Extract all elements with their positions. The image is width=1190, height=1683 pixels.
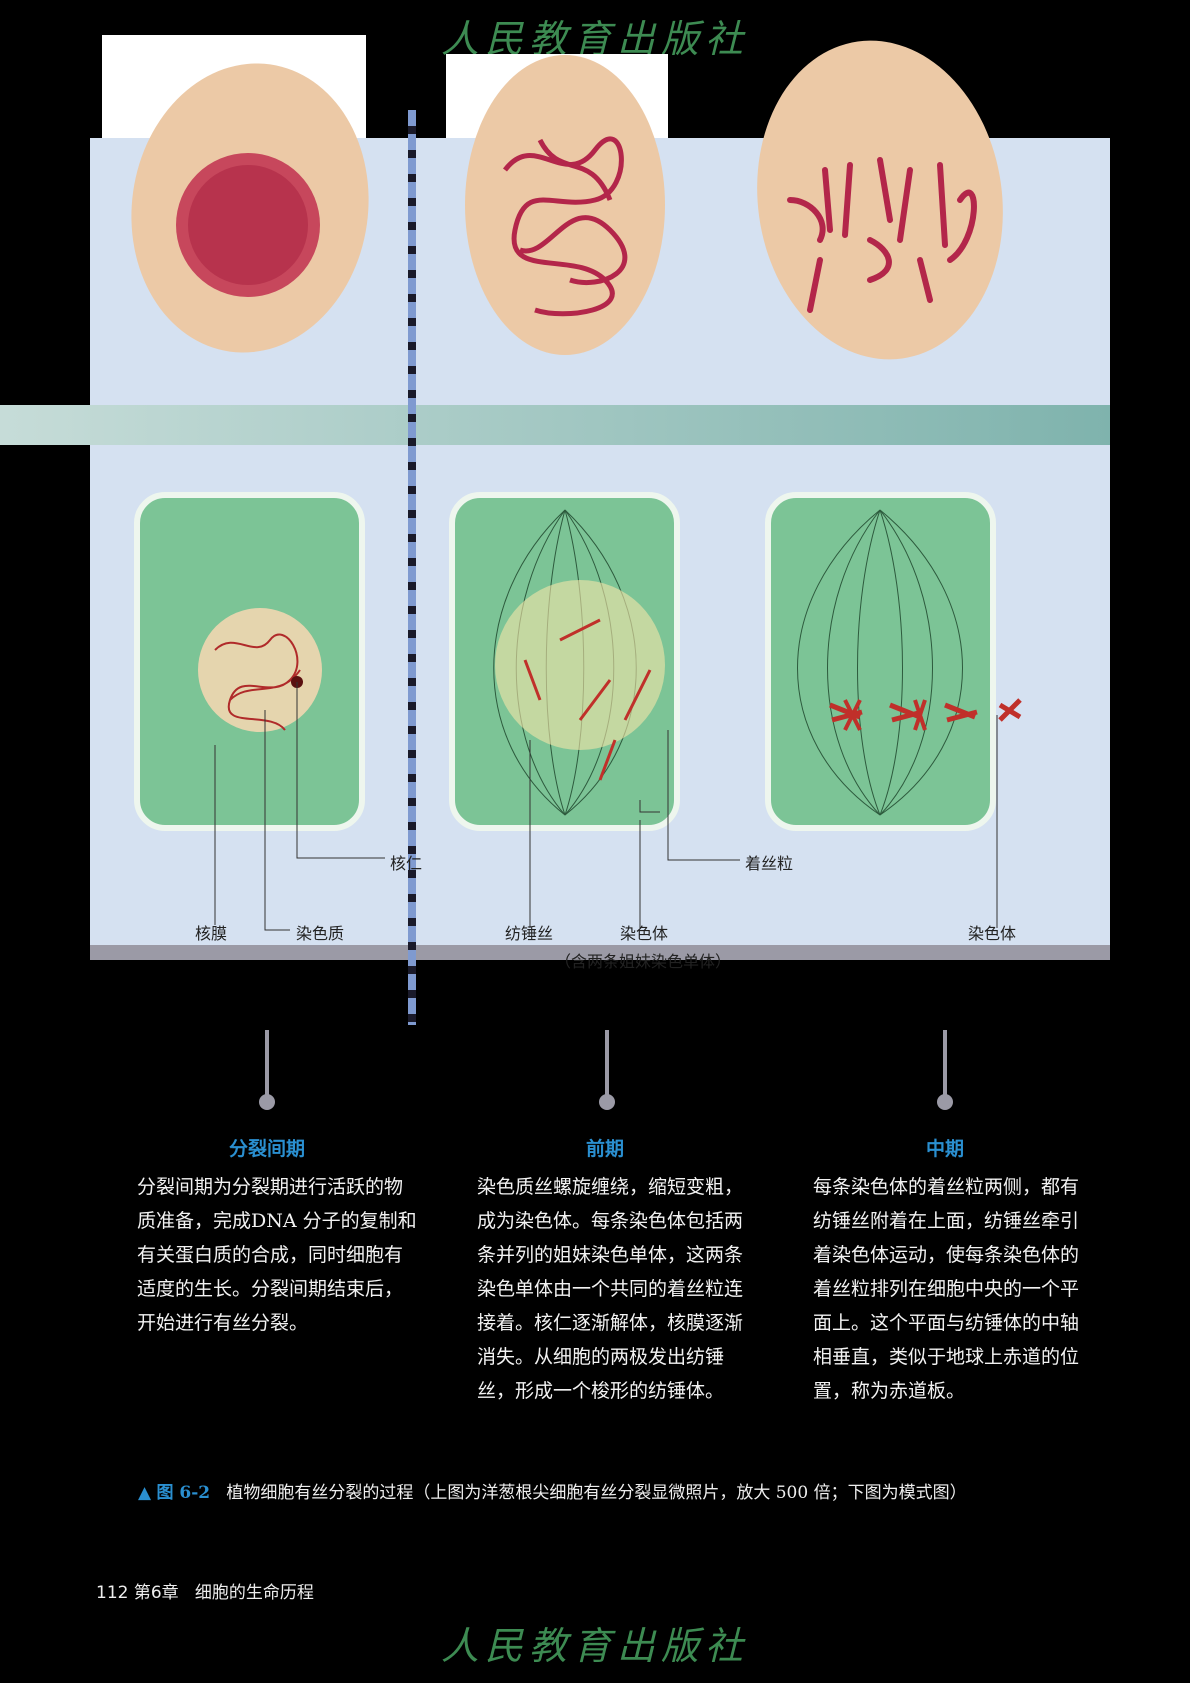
timeline-dot xyxy=(599,1094,615,1110)
cell-metaphase xyxy=(765,0,1035,831)
triangle-icon: ▲ xyxy=(138,1483,152,1503)
label-chromatin: 染色质 xyxy=(296,924,345,943)
stage-title-metaphase: 中期 xyxy=(925,1138,964,1160)
timeline-dot xyxy=(259,1094,275,1110)
cell-interphase xyxy=(134,492,365,831)
label-nuclear-membrane: 核膜 xyxy=(195,924,228,943)
figure-illustrations xyxy=(131,0,1110,931)
stage-text-interphase: 分裂间期为分裂期进行活跃的物质准备，完成DNA 分子的复制和有关蛋白质的合成，同… xyxy=(137,1176,417,1334)
label-centromere: 着丝粒 xyxy=(745,854,794,873)
label-nucleolus: 核仁 xyxy=(390,854,423,873)
timeline-bar xyxy=(90,945,1110,960)
label-spindle-fiber: 纺锤丝 xyxy=(505,924,554,943)
micrograph-interphase xyxy=(131,63,369,353)
label-chromosome: 染色体 xyxy=(620,924,669,943)
micrograph-metaphase xyxy=(757,40,1003,360)
chapter-title: 细胞的生命历程 xyxy=(194,1583,314,1603)
label-chromosome-note: （含两条姐妹染色单体） xyxy=(555,952,732,971)
page-footer: 112 第6章 细胞的生命历程 xyxy=(96,1578,314,1603)
figure-caption: ▲ 图 6-2 植物细胞有丝分裂的过程（上图为洋葱根尖细胞有丝分裂显微照片，放大… xyxy=(138,1478,967,1503)
stage-title-prophase: 前期 xyxy=(585,1138,624,1160)
divider-band xyxy=(0,405,1110,445)
figure-caption-text: 植物细胞有丝分裂的过程（上图为洋葱根尖细胞有丝分裂显微照片，放大 500 倍；下… xyxy=(226,1483,967,1503)
publisher-watermark-top: 人民教育出版社 xyxy=(440,17,749,61)
publisher-watermark-bottom: 人民教育出版社 xyxy=(440,1624,749,1668)
stage-title-interphase: 分裂间期 xyxy=(228,1138,305,1160)
micrograph-prophase xyxy=(465,55,665,355)
leader-lines xyxy=(214,682,998,931)
stage-text-prophase: 染色质丝螺旋缠绕，缩短变粗，成为染色体。每条染色体包括两条并列的姐妹染色单体，这… xyxy=(477,1176,744,1402)
timeline-dot xyxy=(937,1094,953,1110)
dashed-separator xyxy=(408,110,416,1025)
stage-text-metaphase: 每条染色体的着丝粒两侧，都有纺锤丝附着在上面，纺锤丝牵引着染色体运动，使每条染色… xyxy=(813,1176,1080,1402)
cell-prophase xyxy=(449,492,680,831)
chapter-number: 第6章 xyxy=(133,1583,179,1603)
figure-number: 图 6-2 xyxy=(156,1483,211,1503)
page-number: 112 xyxy=(96,1583,129,1603)
label-chromosome-metaphase: 染色体 xyxy=(968,924,1017,943)
